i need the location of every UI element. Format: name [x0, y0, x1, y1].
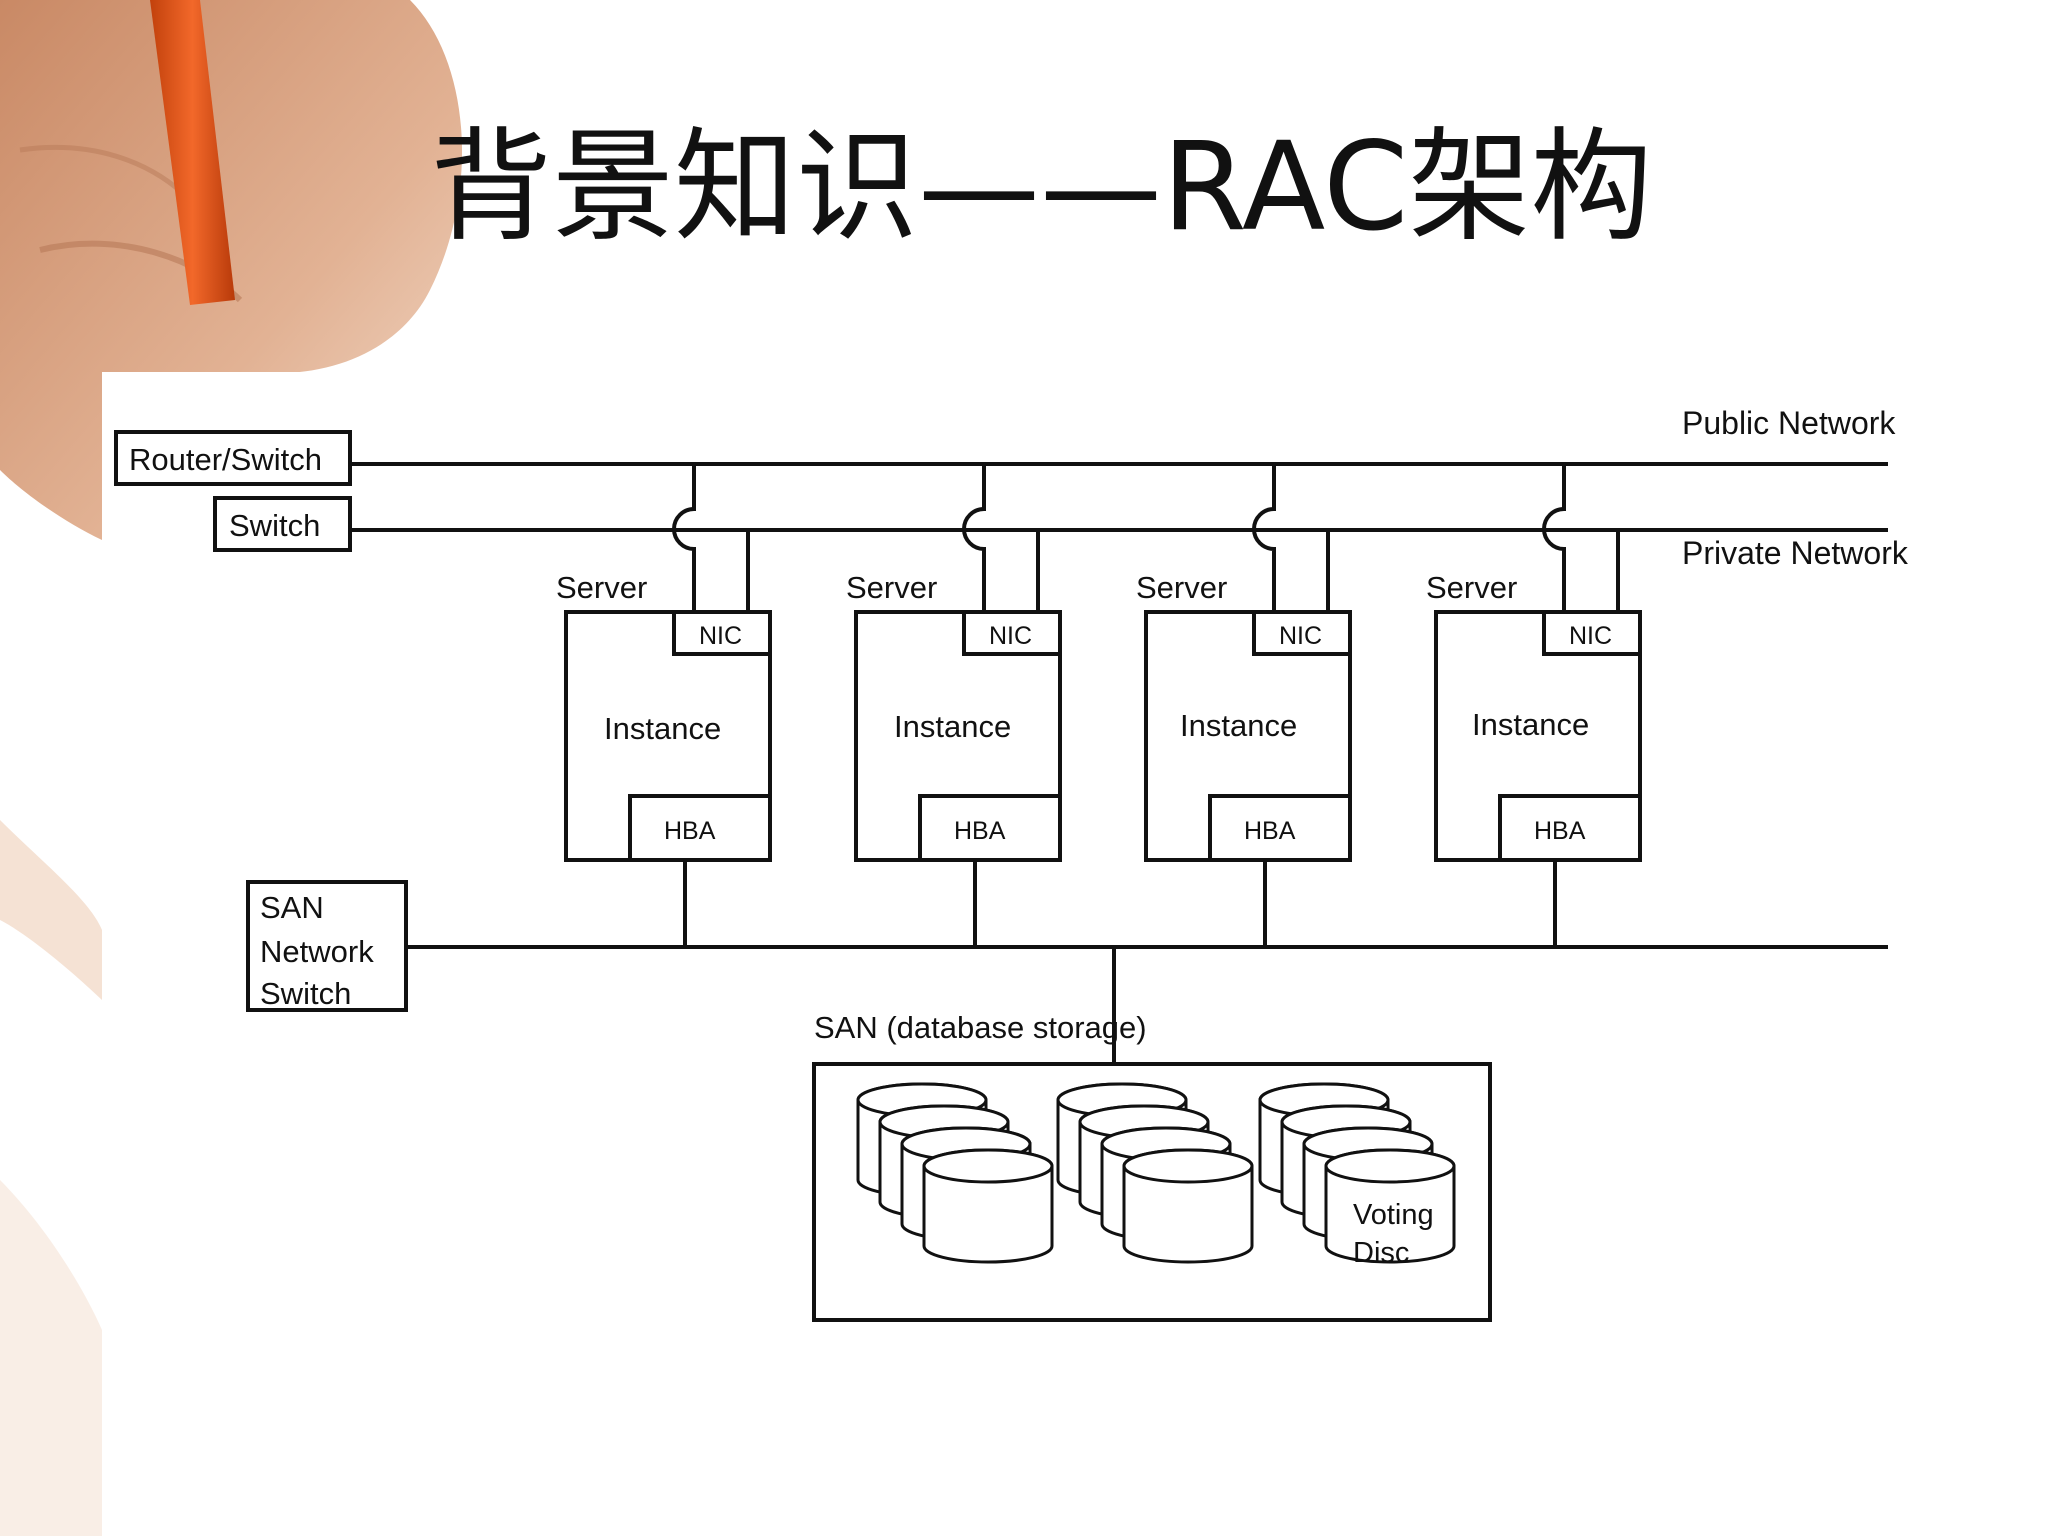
router-switch-label: Router/Switch: [129, 442, 322, 477]
nic-label-1: NIC: [699, 622, 742, 650]
public-drop-3: [1252, 464, 1276, 612]
server-label-2: Server: [846, 570, 937, 605]
server-label-3: Server: [1136, 570, 1227, 605]
instance-label-2: Instance: [894, 709, 1011, 744]
public-network-label: Public Network: [1682, 405, 1896, 441]
san-storage-label: SAN (database storage): [814, 1010, 1147, 1045]
server-1: [564, 464, 772, 947]
nic-label-2: NIC: [989, 622, 1032, 650]
switch-label: Switch: [229, 508, 320, 543]
hba-box-2: [918, 794, 1062, 862]
san-switch-label-line2: Network: [260, 934, 374, 969]
hba-label-2: HBA: [954, 817, 1006, 845]
san-network-switch-box: [246, 880, 408, 1012]
pencil-shape: [150, 0, 235, 305]
public-drop-2: [962, 464, 986, 612]
hba-box-1: [628, 794, 772, 862]
hba-label-4: HBA: [1534, 817, 1586, 845]
nic-box-2: [962, 610, 1062, 656]
diagram-canvas: Public Network Private Network Router/Sw…: [114, 405, 1909, 1322]
hand-with-pencil-illustration: [0, 0, 463, 1536]
voting-disc-label-line1: Voting: [1353, 1199, 1434, 1231]
server-label-4: Server: [1426, 570, 1517, 605]
hba-label-1: HBA: [664, 817, 716, 845]
instance-label-3: Instance: [1180, 708, 1297, 743]
private-network-label: Private Network: [1682, 535, 1909, 571]
disk-stack-1: [856, 1082, 1054, 1264]
public-drop-1: [672, 464, 696, 612]
hba-box-3: [1208, 794, 1352, 862]
disk-stack-3: [1258, 1082, 1456, 1264]
switch-box: [213, 496, 352, 552]
hba-label-3: HBA: [1244, 817, 1296, 845]
instance-label-1: Instance: [604, 711, 721, 746]
background-smudge-2: [0, 1180, 102, 1536]
public-drop-4: [1542, 464, 1566, 612]
server-2: [854, 464, 1062, 947]
nic-box-4: [1542, 610, 1642, 656]
nic-label-4: NIC: [1569, 622, 1612, 650]
router-switch-box: [114, 430, 352, 486]
hba-box-4: [1498, 794, 1642, 862]
instance-label-4: Instance: [1472, 707, 1589, 742]
server-4: [1434, 464, 1642, 947]
disk-stack-2: [1056, 1082, 1254, 1264]
nic-box-3: [1252, 610, 1352, 656]
san-storage-box: [812, 1062, 1492, 1322]
server-label-1: Server: [556, 570, 647, 605]
background-smudge: [0, 820, 102, 1000]
rac-architecture-diagram: Public Network Private Network Router/Sw…: [102, 372, 2028, 1360]
nic-box-1: [672, 610, 772, 656]
slide-title: 背景知识——RAC架构: [430, 116, 1653, 258]
san-switch-label-line3: Switch: [260, 976, 351, 1011]
san-switch-label-line1: SAN: [260, 890, 324, 925]
voting-disc-label-line2: Disc: [1353, 1237, 1409, 1269]
server-3: [1144, 464, 1352, 947]
nic-label-3: NIC: [1279, 622, 1322, 650]
